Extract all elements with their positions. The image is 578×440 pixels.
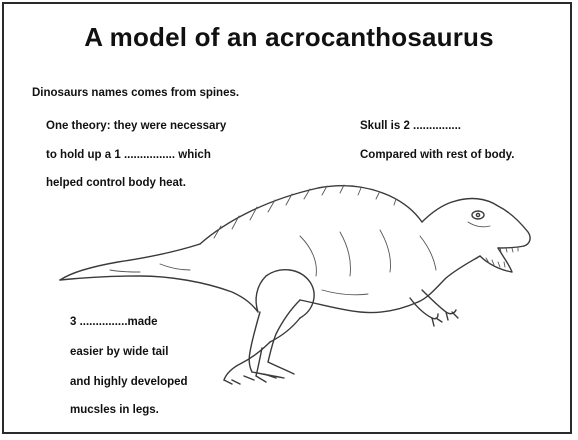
theory-line-1: One theory: they were necessary: [46, 121, 226, 133]
theory-line-3: helped control body heat.: [46, 178, 186, 190]
movement-line-4: mucsles in legs.: [70, 405, 159, 417]
page-title: A model of an acrocanthosaurus: [0, 22, 578, 53]
movement-line-3: and highly developed: [70, 377, 188, 389]
skull-line-2: Compared with rest of body.: [360, 150, 514, 162]
movement-line-1: 3 ...............made: [70, 317, 158, 329]
theory-line-2: to hold up a 1 ................ which: [46, 150, 211, 162]
worksheet-frame: [2, 2, 572, 434]
movement-line-2: easier by wide tail: [70, 347, 168, 359]
skull-line-1: Skull is 2 ...............: [360, 121, 461, 133]
intro-note: Dinosaurs names comes from spines.: [32, 88, 239, 100]
